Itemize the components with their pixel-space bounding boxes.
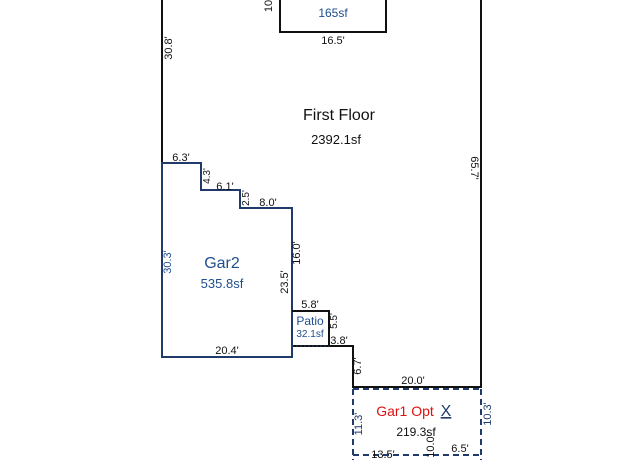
gar1-opt-name: Gar1 Opt [376, 403, 434, 419]
dim-23-5: 23.5' [279, 270, 291, 294]
dim-8-0: 8.0' [259, 197, 276, 209]
gar1-opt-mark: X [441, 403, 452, 420]
dim-30-8: 30.8' [163, 36, 175, 60]
dim-2-5: 2.5' [241, 190, 252, 206]
dim-30-3: 30.3' [162, 250, 174, 274]
gar1-opt-area: 219.3sf [396, 425, 436, 439]
dim-10-3: 10.3' [482, 402, 494, 426]
top-room-area: 165sf [318, 6, 348, 20]
dim-13-5: 13.5' [371, 449, 395, 460]
gar2-name: Gar2 [204, 255, 240, 272]
dim-65-7: 65.7' [468, 156, 480, 180]
dim-5-5: 5.5' [329, 313, 340, 329]
dim-20-4: 20.4' [215, 345, 239, 357]
first-floor-area: 2392.1sf [311, 132, 361, 147]
dim-6-7: 6.7' [352, 357, 364, 374]
dim-16-5: 16.5' [321, 35, 345, 47]
dim-5-8: 5.8' [301, 299, 318, 311]
dim-6-1: 6.1' [216, 181, 233, 193]
dim-10-left: 10 [263, 0, 275, 12]
dim-3-8: 3.8' [330, 335, 347, 347]
dim-16-0: 16.0' [291, 241, 303, 265]
dim-6-3: 6.3' [172, 152, 189, 164]
top-room-walls [279, 0, 387, 33]
dim-10-0: 10.0' [425, 434, 437, 458]
dim-20-0: 20.0' [401, 375, 425, 387]
dim-4-3: 4.3' [202, 168, 213, 184]
dim-6-5: 6.5' [451, 443, 468, 455]
gar1-opt-walls [352, 388, 482, 460]
first-floor-name: First Floor [303, 107, 376, 124]
gar2-area: 535.8sf [201, 276, 244, 291]
patio-name: Patio [296, 314, 324, 328]
gar2-walls [161, 162, 293, 358]
patio-area: 32.1sf [296, 329, 323, 340]
dim-11-3: 11.3' [353, 413, 365, 436]
patio-walls [292, 310, 353, 347]
